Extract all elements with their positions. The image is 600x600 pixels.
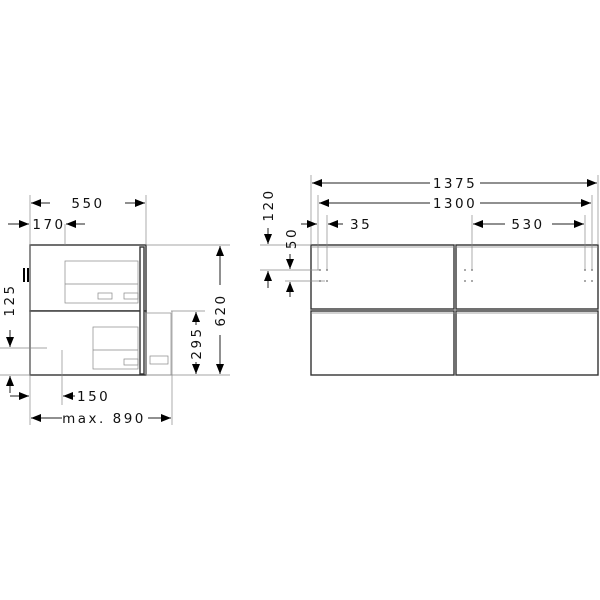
drawer-front-top-left bbox=[310, 244, 455, 310]
lower-cabinet-side bbox=[29, 310, 147, 376]
front-panel-side bbox=[139, 246, 145, 375]
dim-height-total: 620 bbox=[213, 293, 229, 326]
drawer-front-bottom-right bbox=[455, 310, 599, 376]
dim-width-total: 1375 bbox=[433, 176, 477, 192]
dim-siphon-offset: 150 bbox=[77, 389, 110, 405]
upper-cabinet-side bbox=[29, 244, 147, 312]
dim-max-depth: max. 890 bbox=[62, 411, 146, 427]
dim-width-inner: 1300 bbox=[433, 196, 477, 212]
side-view: 550 170 620 295 125 150 max. 890 bbox=[0, 195, 230, 427]
front-view: 1375 1300 35 530 120 50 bbox=[260, 175, 599, 376]
dim-hole-spacing: 530 bbox=[511, 217, 544, 233]
dim-siphon-height: 125 bbox=[2, 283, 18, 316]
drawer-front-bottom-left bbox=[310, 310, 455, 376]
open-drawer-outline bbox=[145, 312, 172, 376]
drawer-internals bbox=[61, 260, 169, 375]
dim-top-offset: 120 bbox=[261, 188, 277, 221]
dim-offset-top: 170 bbox=[32, 217, 65, 233]
drawer-front-top-right bbox=[455, 244, 599, 310]
dim-edge-offset: 35 bbox=[350, 217, 372, 233]
dim-hole-vertical: 50 bbox=[284, 227, 300, 249]
dim-depth: 550 bbox=[71, 196, 104, 212]
dim-drawer-height: 295 bbox=[189, 326, 205, 359]
